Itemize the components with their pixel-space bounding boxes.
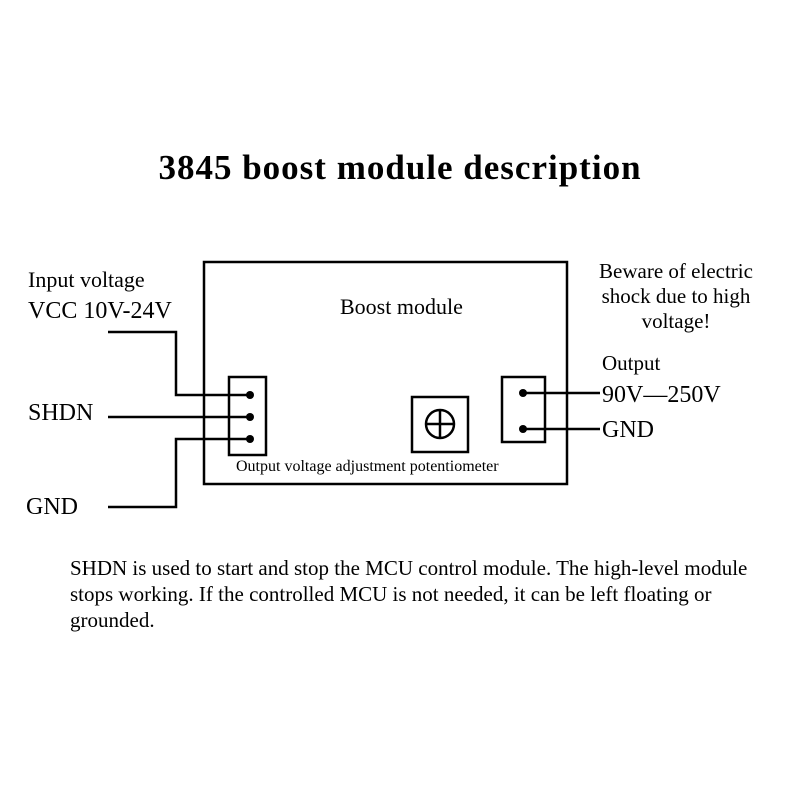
- vcc-wire: [108, 330, 250, 397]
- shdn-note: SHDN is used to start and stop the MCU c…: [70, 556, 748, 632]
- pin-out-positive: [519, 389, 527, 397]
- boost-module-box: [202, 260, 569, 486]
- potentiometer: [410, 395, 470, 454]
- shdn-label: SHDN: [28, 400, 94, 426]
- pin-shdn: [246, 413, 254, 421]
- pin-vcc: [246, 391, 254, 399]
- potentiometer-label: Output voltage adjustment potentiometer: [236, 458, 499, 475]
- pin-gnd: [246, 435, 254, 443]
- gnd-input-label: GND: [26, 494, 78, 520]
- gnd-in-wire: [108, 437, 250, 509]
- gnd-output-label: GND: [602, 417, 654, 443]
- shock-warning: Beware of electric shock due to high vol…: [599, 259, 753, 333]
- vcc-label: VCC 10V-24V: [28, 298, 172, 324]
- boost-module-label: Boost module: [340, 294, 463, 319]
- output-label: Output: [602, 351, 661, 375]
- output-connector: [500, 375, 547, 444]
- diagram-title: 3845 boost module description: [158, 148, 642, 187]
- input-voltage-label: Input voltage: [28, 267, 145, 292]
- output-range-label: 90V—250V: [602, 382, 721, 408]
- pin-out-gnd: [519, 425, 527, 433]
